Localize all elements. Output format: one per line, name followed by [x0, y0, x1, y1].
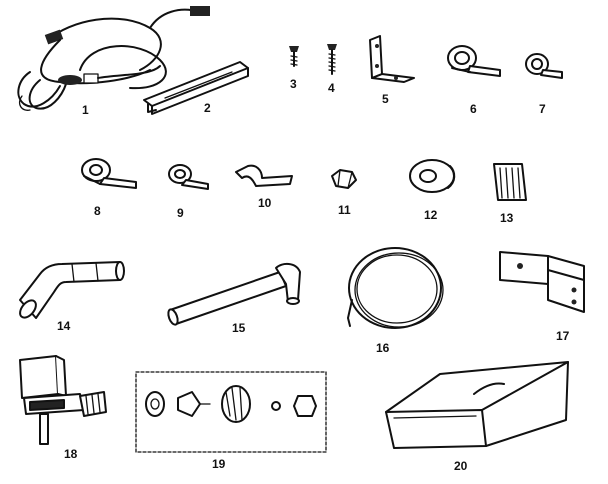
- label-4: 4: [328, 81, 335, 95]
- part-8-clamp: [81, 158, 137, 189]
- label-3: 3: [290, 77, 297, 91]
- label-6: 6: [470, 102, 477, 116]
- part-2-channel-strip: [143, 61, 249, 115]
- part-3-screw: [289, 46, 299, 67]
- part-6-clamp: [447, 45, 501, 77]
- label-8: 8: [94, 204, 101, 218]
- part-10-strap: [235, 164, 293, 187]
- part-4-long-screw: [327, 44, 337, 75]
- part-13-pad: [493, 163, 527, 201]
- part-5-l-bracket: [369, 35, 415, 83]
- part-9-clamp: [168, 164, 209, 190]
- label-19: 19: [212, 457, 226, 471]
- part-14-elbow-tube: [19, 261, 125, 319]
- part-19-valve-kit: [135, 371, 327, 453]
- label-2: 2: [204, 101, 211, 115]
- part-18-water-valve: [19, 355, 107, 445]
- part-11-nut: [331, 169, 357, 189]
- label-11: 11: [338, 203, 351, 217]
- label-10: 10: [258, 196, 272, 210]
- part-20-ice-bin: [385, 361, 569, 449]
- part-17-mounting-bracket: [499, 251, 585, 313]
- part-7-small-clamp: [525, 53, 563, 79]
- label-12: 12: [424, 208, 438, 222]
- label-14: 14: [57, 319, 71, 333]
- part-12-grommet: [409, 159, 456, 193]
- part-1-wiring-harness: [17, 6, 210, 111]
- label-7: 7: [539, 102, 546, 116]
- label-20: 20: [454, 459, 468, 473]
- label-16: 16: [376, 341, 390, 355]
- label-17: 17: [556, 329, 570, 343]
- label-1: 1: [82, 103, 89, 117]
- label-13: 13: [500, 211, 514, 225]
- label-15: 15: [232, 321, 246, 335]
- part-16-coiled-tubing: [347, 247, 444, 329]
- part-15-fill-tube: [167, 262, 301, 326]
- label-5: 5: [382, 92, 389, 106]
- label-18: 18: [64, 447, 78, 461]
- label-9: 9: [177, 206, 184, 220]
